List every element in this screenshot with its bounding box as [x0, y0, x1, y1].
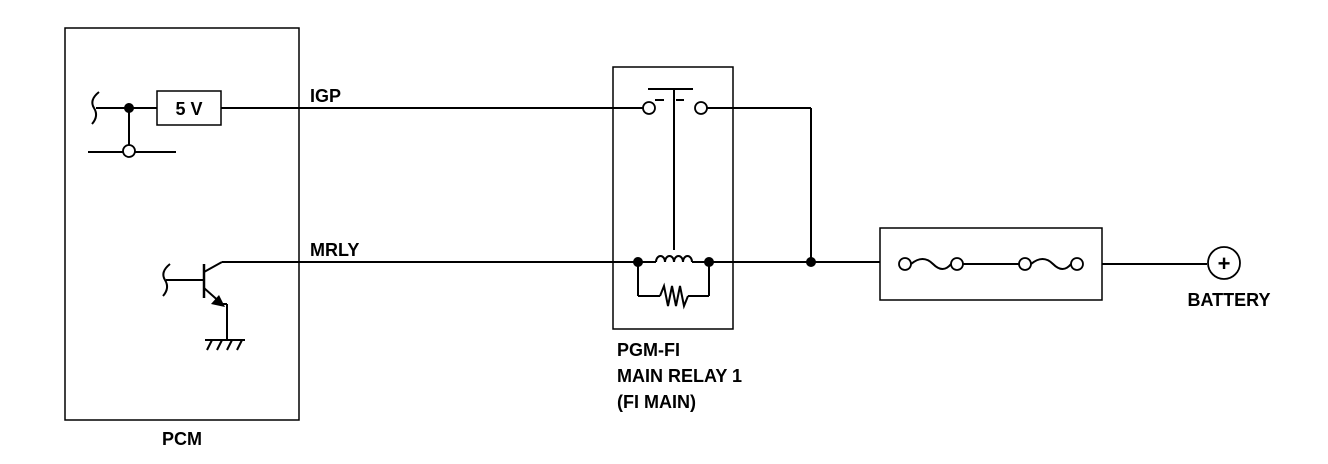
relay-box [612, 66, 734, 330]
base-squiggle [162, 263, 171, 297]
emitter-arrow [211, 295, 225, 307]
relay-label-line1: PGM-FI [617, 340, 680, 360]
mrly-label: MRLY [310, 240, 359, 260]
open-terminal [122, 144, 136, 158]
battery-label: BATTERY [1188, 290, 1271, 310]
relay-label-line3: (FI MAIN) [617, 392, 696, 412]
switch-contact-right [694, 101, 708, 115]
branch-node [806, 257, 816, 267]
pcm-5v-circuit: 5 V [88, 90, 222, 158]
ground-symbol [206, 339, 243, 351]
battery-terminal [1207, 246, 1241, 280]
relay-label-line2: MAIN RELAY 1 [617, 366, 742, 386]
input-squiggle [91, 91, 100, 125]
resistor-zigzag [659, 282, 689, 310]
igp-label: IGP [310, 86, 341, 106]
pcm-label: PCM [162, 429, 202, 449]
battery-plus-icon: + [1218, 251, 1231, 276]
five-volt-label: 5 V [175, 99, 202, 119]
relay-switch [642, 88, 708, 250]
pcm-transistor [162, 261, 245, 351]
relay-coil [633, 255, 714, 310]
pcm-box [64, 27, 300, 421]
switch-contact-left [642, 101, 656, 115]
coil-winding [655, 255, 693, 263]
fuse-1 [898, 257, 964, 271]
fuse-2 [1018, 257, 1084, 271]
